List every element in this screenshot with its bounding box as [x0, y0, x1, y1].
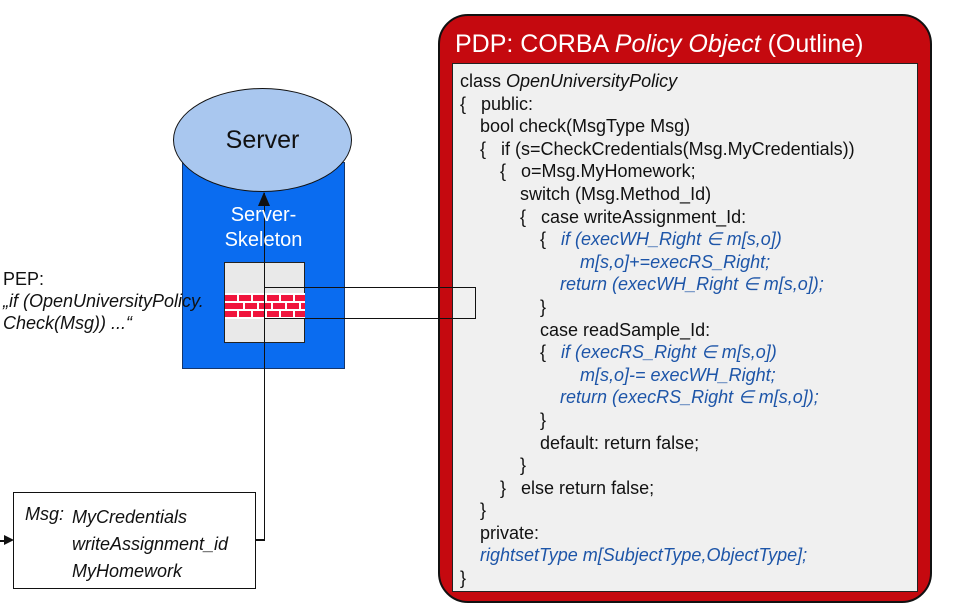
text-segment: case readSample_Id:: [460, 319, 711, 340]
text-segment: }: [460, 500, 487, 521]
text-segment: PDP: CORBA: [455, 30, 615, 58]
pep-pdp-connector-rect: [264, 287, 476, 319]
text-segment: bool check(MsgType Msg): [460, 116, 691, 137]
text-segment: return (execRS_Right ∈ m[s,o]);: [560, 387, 819, 408]
text-segment: private:: [460, 522, 540, 543]
text-segment: m[s,o]+=execRS_Right;: [580, 251, 771, 272]
server-skeleton-label: Server- Skeleton: [182, 203, 345, 253]
arrow-up-icon: [257, 192, 270, 206]
text-segment: }: [460, 409, 547, 430]
msg-label: Msg:: [25, 504, 65, 524]
text-line: } else return false;: [460, 477, 855, 500]
text-segment: [460, 252, 580, 272]
text-segment: { o=Msg.MyHomework;: [460, 161, 696, 182]
msg-box: Msg: MyCredentials writeAssignment_id My…: [13, 492, 256, 589]
text-line: case readSample_Id:: [460, 319, 855, 342]
msg-incoming-arrow-line: [0, 540, 6, 542]
msg-connector-line: [256, 539, 265, 541]
text-line: return (execWH_Right ∈ m[s,o]);: [460, 273, 855, 296]
text-segment: { if (s=CheckCredentials(Msg.MyCredentia…: [460, 138, 855, 159]
text-segment: Check(Msg)) ...“: [3, 313, 133, 333]
text-segment: {: [460, 342, 562, 363]
text-segment: „if (OpenUniversityPolicy.: [3, 291, 204, 311]
text-segment: switch (Msg.Method_Id): [460, 183, 712, 204]
text-segment: }: [460, 296, 547, 317]
text-segment: {: [460, 229, 562, 250]
text-line: { case writeAssignment_Id:: [460, 206, 855, 229]
text-segment: [460, 387, 560, 407]
text-line: Check(Msg)) ...“: [3, 312, 204, 334]
text-line: PEP:: [3, 268, 204, 290]
text-line: switch (Msg.Method_Id): [460, 183, 855, 206]
brick-row: [225, 295, 305, 301]
text-line: { public:: [460, 93, 855, 116]
msg-item: MyHomework: [72, 561, 183, 581]
skeleton-label-line1: Server-: [230, 204, 297, 226]
text-line: m[s,o]-= execWH_Right;: [460, 364, 855, 387]
text-line: { if (execRS_Right ∈ m[s,o]): [460, 341, 855, 364]
text-segment: if (execRS_Right ∈ m[s,o]): [561, 342, 777, 363]
pdp-code-panel: [452, 63, 918, 592]
text-segment: OpenUniversityPolicy: [506, 71, 678, 91]
text-segment: [460, 365, 580, 385]
text-line: private:: [460, 522, 855, 545]
pdp-code-block: class OpenUniversityPolicy{ public: bool…: [460, 70, 855, 590]
server-ellipse: Server: [173, 88, 352, 192]
text-line: { o=Msg.MyHomework;: [460, 160, 855, 183]
server-call-line: [263, 193, 265, 541]
text-line: }: [460, 409, 855, 432]
text-line: { if (execWH_Right ∈ m[s,o]): [460, 228, 855, 251]
text-segment: } else return false;: [460, 477, 655, 498]
pdp-title: PDP: CORBA Policy Object (Outline): [455, 30, 863, 59]
text-segment: default: return false;: [460, 432, 700, 453]
text-segment: (Outline): [760, 30, 864, 58]
firewall-bricks: [225, 293, 305, 319]
text-line: }: [460, 296, 855, 319]
msg-items: MyCredentials writeAssignment_id MyHomew…: [72, 504, 228, 585]
text-segment: m[s,o]-= execWH_Right;: [580, 364, 776, 385]
text-line: }: [460, 454, 855, 477]
text-segment: rightsetType m[SubjectType,ObjectType];: [480, 545, 808, 566]
text-segment: return (execWH_Right ∈ m[s,o]);: [560, 274, 824, 295]
text-segment: if (execWH_Right ∈ m[s,o]): [561, 229, 782, 250]
brick-row: [225, 303, 305, 309]
text-segment: }: [460, 568, 467, 589]
brick-row: [225, 311, 305, 317]
text-segment: { case writeAssignment_Id:: [460, 206, 747, 227]
pep-annotation: PEP:„if (OpenUniversityPolicy.Check(Msg)…: [3, 268, 204, 334]
msg-item: MyCredentials: [72, 507, 188, 527]
text-line: }: [460, 567, 855, 590]
text-line: default: return false;: [460, 432, 855, 455]
text-segment: Policy Object: [614, 30, 761, 58]
text-segment: { public:: [460, 93, 534, 114]
msg-item: writeAssignment_id: [72, 534, 229, 554]
text-segment: class: [460, 71, 507, 91]
text-line: rightsetType m[SubjectType,ObjectType];: [460, 544, 855, 567]
text-segment: PEP:: [3, 269, 45, 289]
text-segment: }: [460, 455, 527, 476]
arrow-right-icon: [4, 535, 14, 545]
text-line: bool check(MsgType Msg): [460, 115, 855, 138]
server-label: Server: [225, 125, 300, 154]
skeleton-label-line2: Skeleton: [224, 229, 303, 251]
text-line: „if (OpenUniversityPolicy.: [3, 290, 204, 312]
text-segment: [460, 545, 480, 565]
text-line: class OpenUniversityPolicy: [460, 70, 855, 93]
text-line: }: [460, 499, 855, 522]
text-line: { if (s=CheckCredentials(Msg.MyCredentia…: [460, 138, 855, 161]
text-line: return (execRS_Right ∈ m[s,o]);: [460, 386, 855, 409]
text-line: m[s,o]+=execRS_Right;: [460, 251, 855, 274]
